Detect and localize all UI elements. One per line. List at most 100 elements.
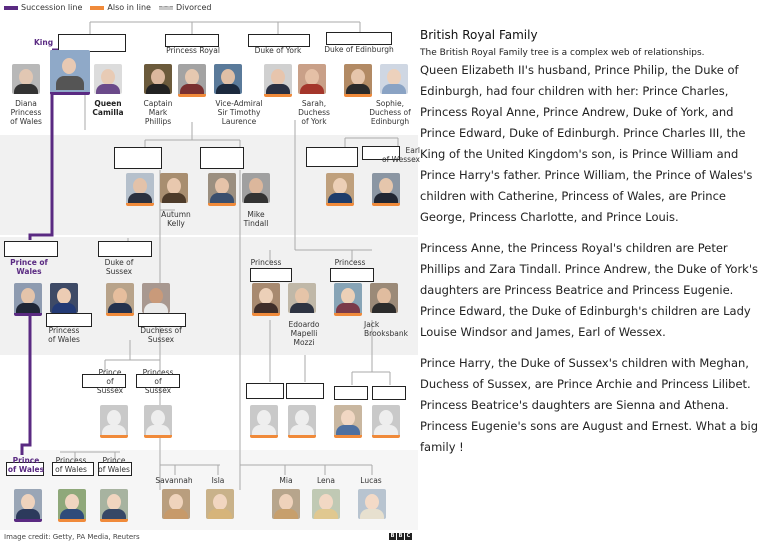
portrait-lena xyxy=(312,489,340,519)
name-box xyxy=(372,386,406,400)
label-duchess-of-sussex: Duchess of Sussex xyxy=(140,326,182,344)
label-mike: Mike Tindall xyxy=(243,210,269,228)
label-duke-of-edinburgh: Duke of Edinburgh xyxy=(324,45,394,54)
name-box xyxy=(326,32,392,45)
label-mark-phillips: Captain Mark Phillips xyxy=(143,99,173,126)
legend-succession: Succession line xyxy=(4,3,82,12)
label-lucas: Lucas xyxy=(360,476,382,485)
legend: Succession line Also in line Divorced xyxy=(4,3,211,12)
placeholder-portrait xyxy=(372,405,400,438)
portrait-savannah xyxy=(162,489,190,519)
name-box xyxy=(362,146,400,160)
name-box xyxy=(248,34,310,47)
label-edoardo: Edoardo Mapelli Mozzi xyxy=(288,320,320,347)
portrait-diana xyxy=(12,64,40,94)
portrait-tim-laurence xyxy=(214,64,242,94)
name-box xyxy=(114,147,162,169)
article-paragraph: Prince Harry, the Duke of Sussex's child… xyxy=(420,356,759,454)
name-box xyxy=(98,241,152,257)
portrait-sophie xyxy=(380,64,408,94)
placeholder-portrait xyxy=(100,405,128,438)
label-savannah: Savannah xyxy=(155,476,193,485)
legend-divorced: Divorced xyxy=(158,3,211,12)
portrait-prince-child xyxy=(100,489,128,522)
label-lena: Lena xyxy=(316,476,335,485)
name-box xyxy=(286,383,324,399)
label-prince-sussex: Prince of Sussex xyxy=(96,368,124,395)
name-box xyxy=(82,374,126,388)
name-box xyxy=(138,313,186,327)
name-box xyxy=(165,34,219,47)
label-sophie: Sophie, Duchess of Edinburgh xyxy=(369,99,411,126)
label-prince-of-wales-child2: Prince of Wales xyxy=(98,456,130,474)
portrait-sarah xyxy=(298,64,326,94)
portrait-princess xyxy=(334,283,362,316)
label-princess-left: Princess xyxy=(250,258,282,267)
placeholder-portrait xyxy=(288,405,316,438)
name-box xyxy=(136,374,180,388)
label-tim-laurence: Vice-Admiral Sir Timothy Laurence xyxy=(215,99,263,126)
name-box xyxy=(52,462,94,476)
article-paragraph: Queen Elizabeth II's husband, Prince Phi… xyxy=(420,63,753,224)
portrait-jack xyxy=(370,283,398,313)
article: British Royal Family The British Royal F… xyxy=(420,28,760,468)
name-box xyxy=(46,313,92,327)
portrait-baby xyxy=(334,405,362,438)
portrait-prince-child xyxy=(14,489,42,522)
portrait-mike xyxy=(242,173,270,203)
name-box xyxy=(4,241,58,257)
label-prince-of-wales-child: Prince of Wales xyxy=(7,456,45,474)
portrait-grandchild xyxy=(208,173,236,206)
label-earl: Earl of Wessex xyxy=(382,146,420,164)
label-duke-of-york: Duke of York xyxy=(254,46,302,55)
label-princess-of-wales-child: Princess of Wales xyxy=(55,456,87,474)
legend-also: Also in line xyxy=(90,3,151,12)
label-diana: Diana Princess of Wales xyxy=(10,99,42,126)
label-princess-sussex: Princess of Sussex xyxy=(142,368,174,395)
name-box xyxy=(306,147,358,167)
portrait-prince-of-wales xyxy=(14,283,42,316)
label-isla: Isla xyxy=(211,476,225,485)
label-king: King xyxy=(34,38,54,47)
portrait-grandchild xyxy=(372,173,400,206)
portrait-queen xyxy=(94,64,122,94)
portrait-duke-of-york xyxy=(264,64,292,97)
label-queen: Queen Camilla xyxy=(92,99,124,117)
portrait-princess-child xyxy=(58,489,86,522)
label-duke-of-sussex: Duke of Sussex xyxy=(104,258,134,276)
article-subtitle: The British Royal Family tree is a compl… xyxy=(420,48,705,58)
label-prince-of-wales: Prince of Wales xyxy=(10,258,48,276)
article-title: British Royal Family xyxy=(420,28,538,42)
portrait-princess-royal xyxy=(178,64,206,97)
name-box xyxy=(330,268,374,282)
label-princess-of-wales: Princess of Wales xyxy=(48,326,80,344)
label-princess-royal: Princess Royal xyxy=(166,46,220,55)
portrait-mia xyxy=(272,489,300,519)
portrait-isla xyxy=(206,489,234,519)
name-box xyxy=(250,268,292,282)
portrait-grandchild xyxy=(326,173,354,206)
name-box xyxy=(246,383,284,399)
portrait-autumn xyxy=(160,173,188,203)
portrait-princess xyxy=(252,283,280,316)
name-box xyxy=(58,34,126,52)
name-box xyxy=(200,147,244,169)
portrait-duke-of-sussex xyxy=(106,283,134,316)
label-autumn: Autumn Kelly xyxy=(161,210,191,228)
name-box xyxy=(6,462,44,476)
portrait-grandchild xyxy=(126,173,154,206)
article-paragraph: Princess Anne, the Princess Royal's chil… xyxy=(420,241,758,339)
portrait-duke-of-edinburgh xyxy=(344,64,372,97)
label-princess-right: Princess xyxy=(334,258,366,267)
portrait-lucas xyxy=(358,489,386,519)
name-box xyxy=(334,386,368,400)
portrait-mark-phillips xyxy=(144,64,172,94)
portrait-edoardo xyxy=(288,283,316,313)
portrait-duchess-of-sussex xyxy=(142,283,170,313)
name-box xyxy=(98,462,132,476)
label-jack: Jack Brooksbank xyxy=(364,320,408,338)
placeholder-portrait xyxy=(250,405,278,438)
image-credit: Image credit: Getty, PA Media, Reuters xyxy=(4,533,140,541)
family-tree: Succession line Also in line Divorced Ki… xyxy=(0,3,420,541)
